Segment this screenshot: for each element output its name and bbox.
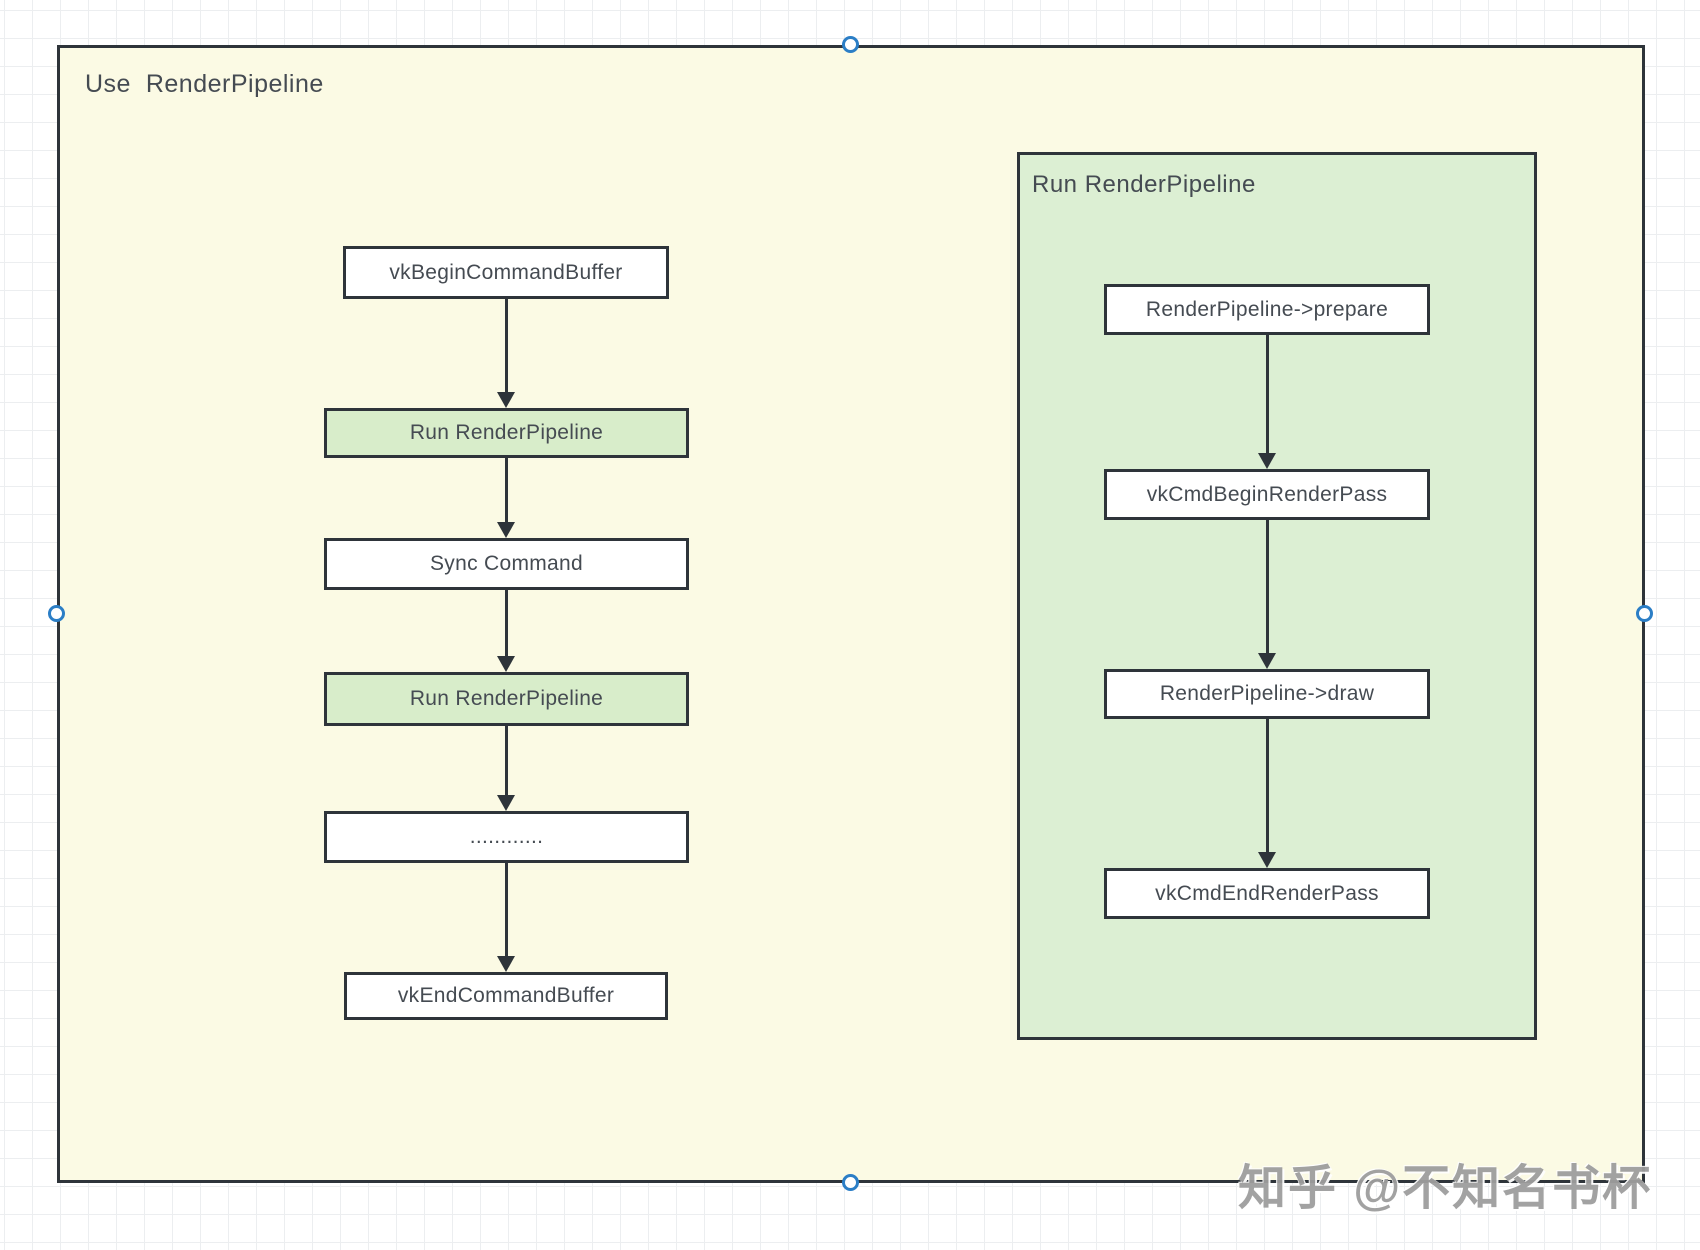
use-renderpipeline-group[interactable]: Use RenderPipeline vkBeginCommandBuffer … [57,45,1645,1183]
arrow-shaft [504,590,508,656]
arrow-head-icon [497,956,515,972]
arrow-head-icon [497,795,515,811]
selection-handle-top[interactable] [842,36,859,53]
arrow-down-connector[interactable] [497,299,515,408]
arrow-head-icon [1258,852,1276,868]
arrow-shaft [1265,520,1269,653]
flow-node-run-renderpipeline-1[interactable]: Run RenderPipeline [324,408,689,458]
flow-node-renderpipeline-draw[interactable]: RenderPipeline->draw [1104,669,1430,719]
flow-node-vkcmdbeginrenderpass[interactable]: vkCmdBeginRenderPass [1104,469,1430,520]
arrow-head-icon [497,522,515,538]
arrow-head-icon [1258,453,1276,469]
arrow-head-icon [1258,653,1276,669]
panel-title: Run RenderPipeline [1032,171,1256,198]
flow-node-vkendcommandbuffer[interactable]: vkEndCommandBuffer [344,972,668,1020]
arrow-down-connector[interactable] [497,726,515,811]
arrow-down-connector[interactable] [497,458,515,538]
arrow-head-icon [497,656,515,672]
zhihu-watermark: 知乎 @不知名书杯 [1238,1162,1653,1215]
arrow-shaft [1265,719,1269,852]
arrow-shaft [504,726,508,795]
flow-node-renderpipeline-prepare[interactable]: RenderPipeline->prepare [1104,284,1430,335]
arrow-shaft [504,458,508,522]
flow-node-sync-command[interactable]: Sync Command [324,538,689,590]
group-title: Use RenderPipeline [85,70,324,98]
arrow-head-icon [497,392,515,408]
arrow-down-connector[interactable] [497,863,515,972]
arrow-down-connector[interactable] [1258,719,1276,868]
flow-node-ellipsis[interactable]: ............ [324,811,689,863]
arrow-shaft [504,863,508,956]
arrow-down-connector[interactable] [1258,335,1276,469]
flow-node-vkcmdendrenderpass[interactable]: vkCmdEndRenderPass [1104,868,1430,919]
arrow-shaft [1265,335,1269,453]
flow-node-run-renderpipeline-2[interactable]: Run RenderPipeline [324,672,689,726]
selection-handle-right[interactable] [1636,605,1653,622]
arrow-down-connector[interactable] [497,590,515,672]
flow-node-vkbegincommandbuffer[interactable]: vkBeginCommandBuffer [343,246,669,299]
run-renderpipeline-panel[interactable]: Run RenderPipeline RenderPipeline->prepa… [1017,152,1537,1040]
selection-handle-left[interactable] [48,605,65,622]
arrow-shaft [504,299,508,392]
selection-handle-bottom[interactable] [842,1174,859,1191]
arrow-down-connector[interactable] [1258,520,1276,669]
